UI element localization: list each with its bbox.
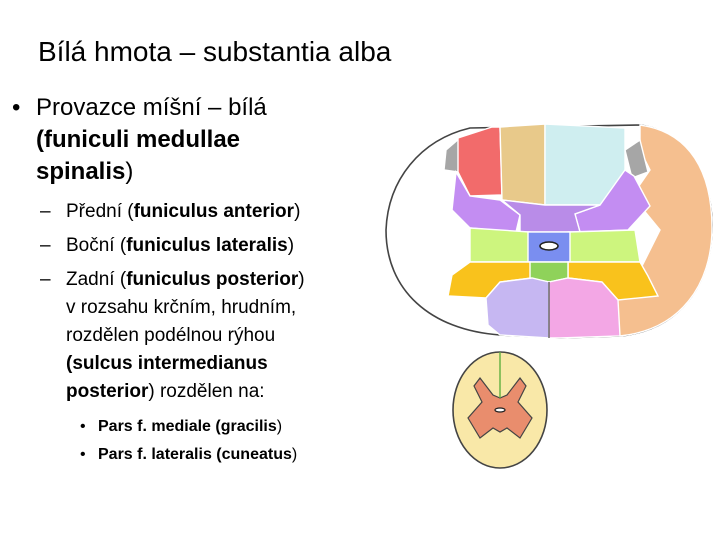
tan-column — [499, 123, 546, 206]
anterior-latin: funiculus anterior — [133, 201, 295, 222]
subsub-item-gracilis: Pars f. mediale (gracilis) — [98, 416, 282, 438]
bullet-close-paren: ) — [125, 158, 134, 185]
bullet-text-line1: Provazce míšní – bílá — [36, 94, 267, 121]
sub-item-lateral: Boční (funiculus lateralis) — [66, 232, 294, 259]
bullet-latin-line2: (funiculi medullae — [36, 126, 241, 153]
bullet-text-line3: spinalis) — [36, 156, 133, 188]
anterior-name: Přední — [66, 201, 128, 222]
posterior-open: ( — [119, 269, 127, 290]
small-spinal-cord-diagram — [452, 351, 548, 469]
gracilis-close: ) — [276, 418, 283, 435]
purple-left-wing — [451, 169, 521, 233]
sub-dash-anterior: – — [40, 201, 51, 222]
bullet-text-line2: (funiculi medullae — [36, 124, 240, 156]
cuneatus-close: ) — [291, 446, 298, 463]
posterior-name: Zadní — [66, 269, 120, 290]
bullet-latin-line3: spinalis — [36, 158, 126, 185]
anterior-open: ( — [127, 201, 134, 222]
posterior-latin: funiculus posterior — [126, 269, 299, 290]
subsub-item-cuneatus: Pars f. lateralis (cuneatus) — [98, 444, 297, 466]
sub-item-anterior: Přední (funiculus anterior) — [66, 198, 300, 225]
sulcus-latin-1: (sulcus intermedianus — [66, 353, 268, 374]
posterior-cont3: (sulcus intermedianus — [66, 350, 268, 377]
subsub-marker-1: • — [80, 418, 86, 435]
posterior-close: ) — [298, 269, 305, 290]
lavender-ventral-column — [485, 277, 550, 339]
small-central-canal — [494, 407, 506, 413]
lateral-latin: funiculus lateralis — [126, 235, 288, 256]
slide-title: Bílá hmota – substantia alba — [38, 36, 392, 67]
lateral-open: ( — [119, 235, 127, 256]
anterior-close: ) — [294, 201, 301, 222]
subsub-marker-2: • — [80, 446, 86, 463]
spinal-cord-section-diagram — [385, 123, 713, 339]
bullet-marker: • — [12, 94, 21, 121]
sub-item-posterior: Zadní (funiculus posterior) — [66, 266, 305, 293]
sub-dash-lateral: – — [40, 235, 51, 256]
central-canal — [539, 241, 559, 251]
sub-dash-posterior: – — [40, 269, 51, 290]
posterior-cont2: rozdělen podélnou rýhou — [66, 325, 276, 346]
cuneatus-latin: Pars f. lateralis (cuneatus — [98, 446, 292, 463]
posterior-cont1: v rozsahu krčním, hrudním, — [66, 297, 297, 318]
lateral-name: Boční — [66, 235, 120, 256]
posterior-cont4: posterior) rozdělen na: — [66, 378, 265, 405]
pink-ventral-column — [548, 277, 621, 339]
gracilis-latin: Pars f. mediale (gracilis — [98, 418, 277, 435]
posterior-cont4-tail: ) rozdělen na: — [148, 381, 265, 402]
gray-cap-right — [624, 138, 649, 179]
lateral-close: ) — [287, 235, 295, 256]
sulcus-latin-2: posterior — [66, 381, 149, 402]
